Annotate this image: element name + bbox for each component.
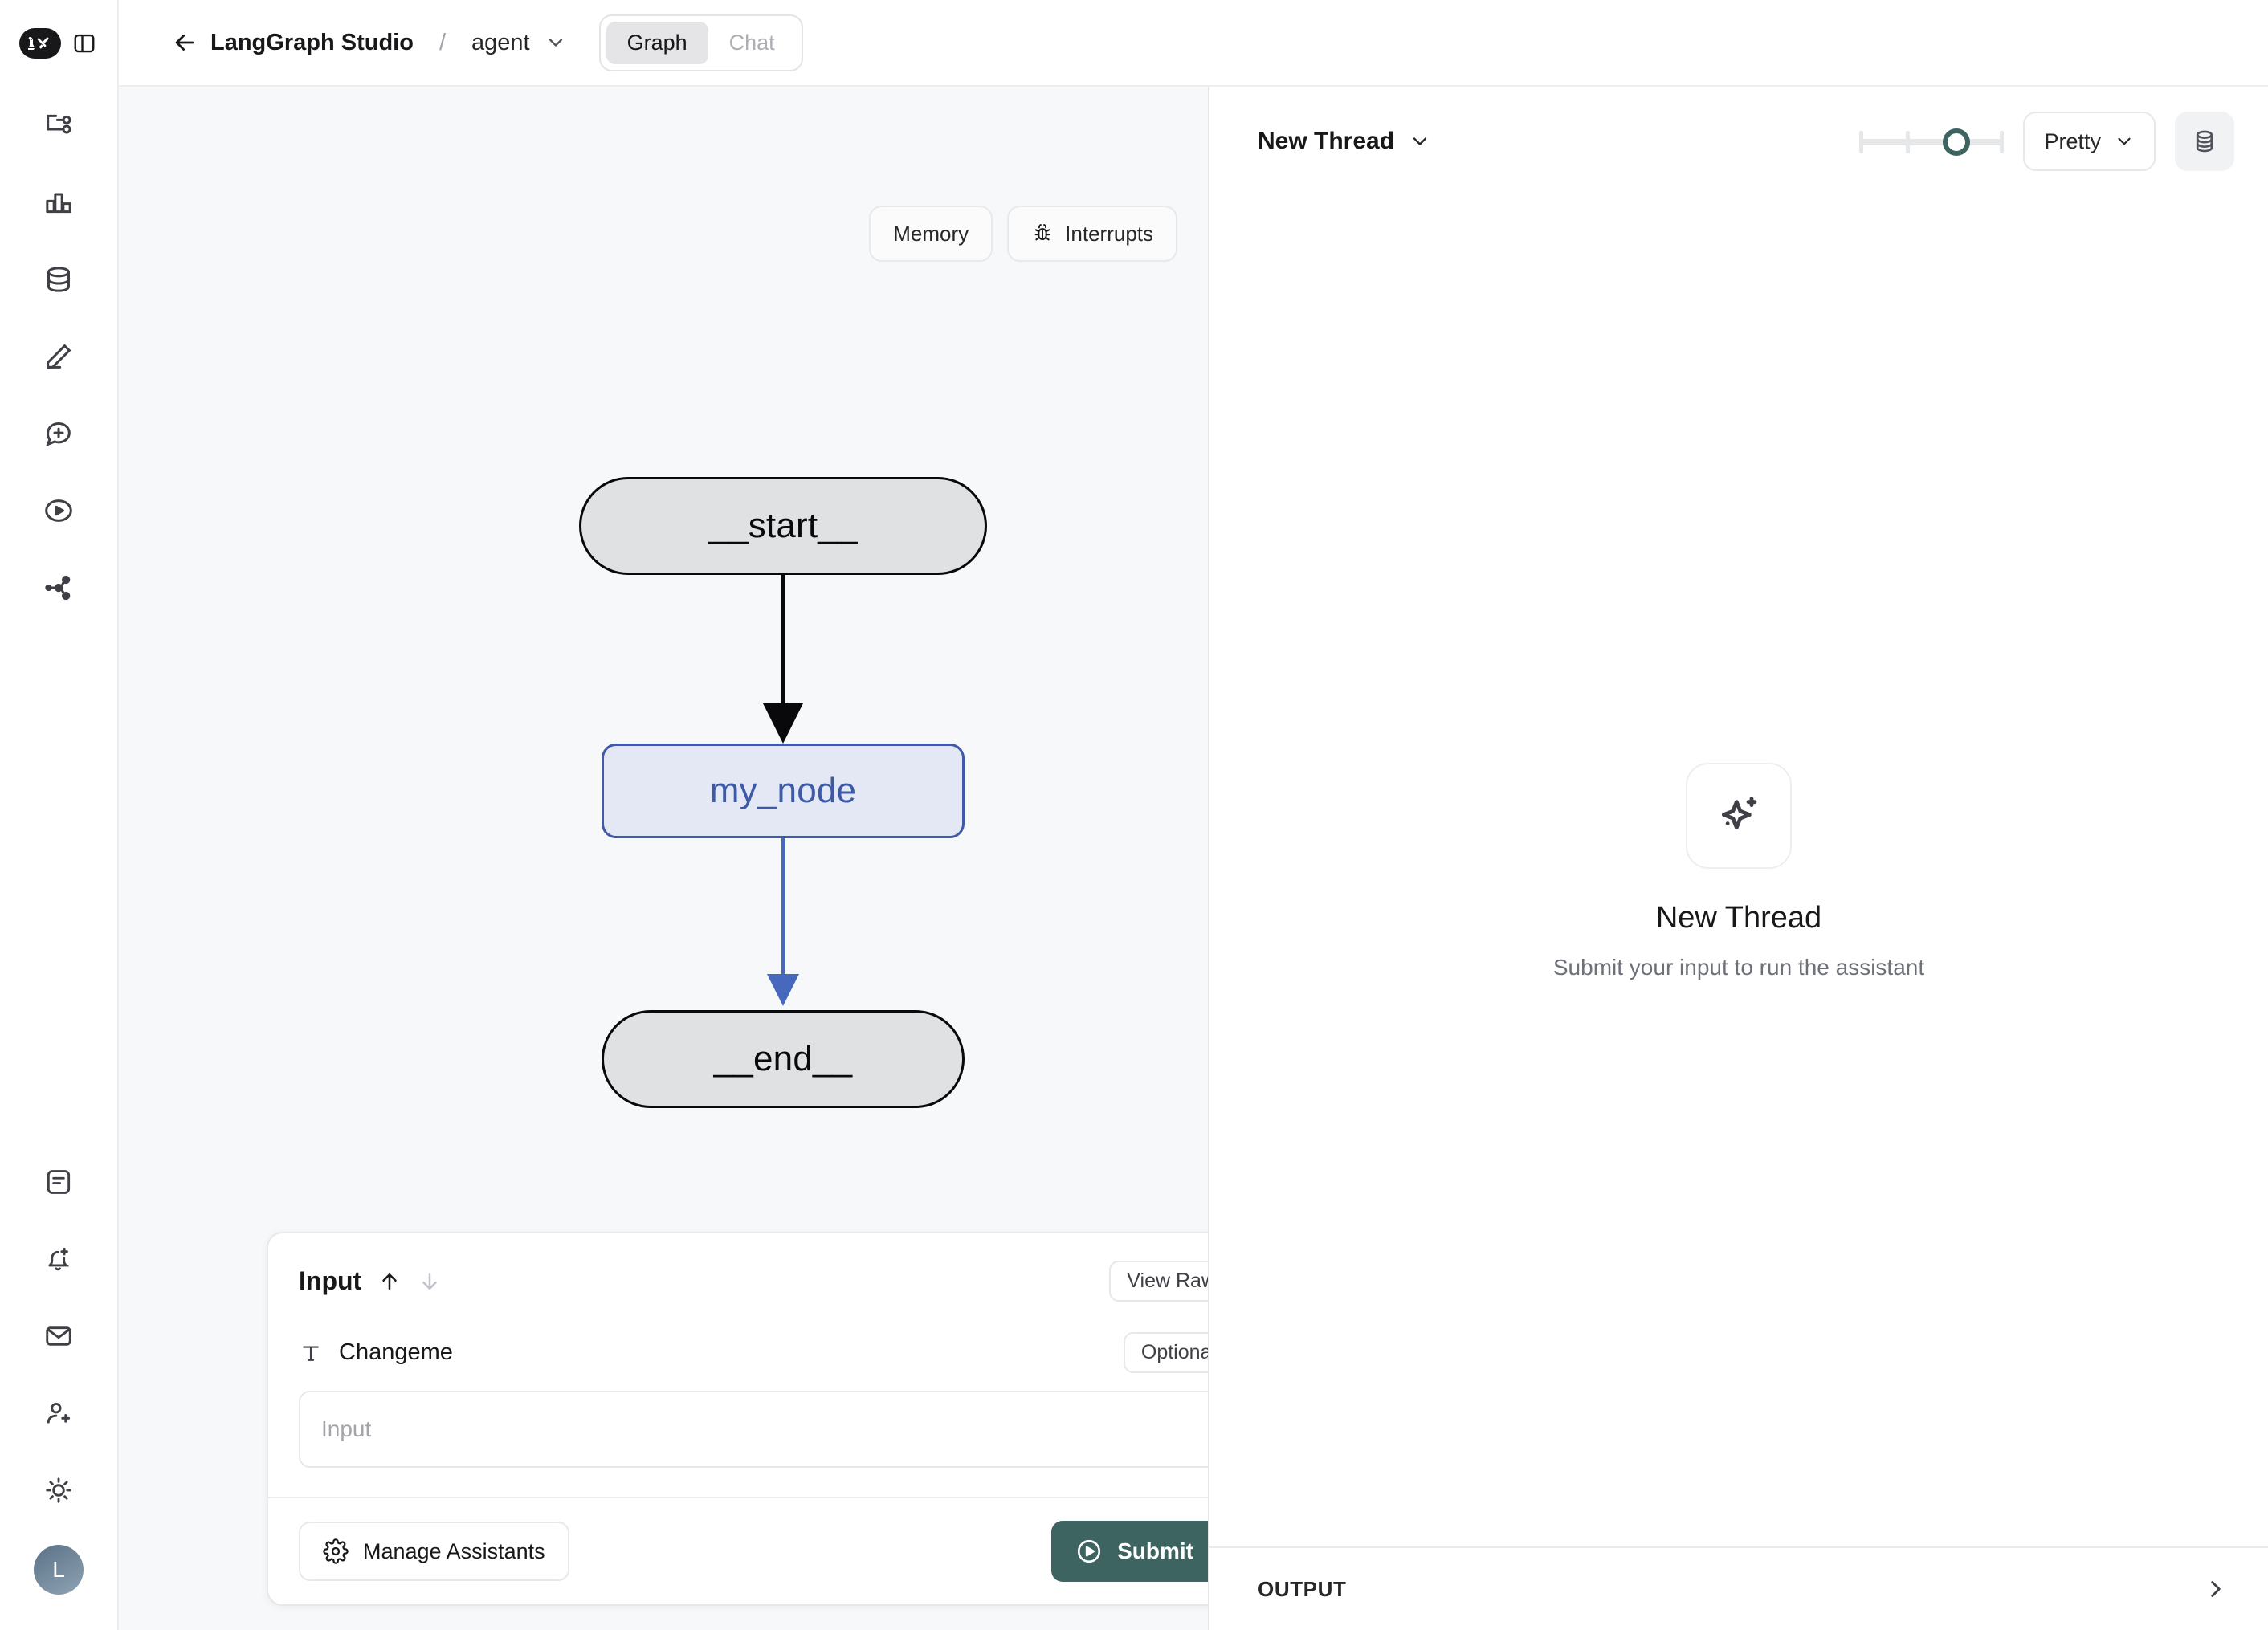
user-plus-icon[interactable] — [20, 1375, 97, 1452]
langchain-parrot-logo-icon[interactable] — [19, 28, 61, 59]
graph-edges — [763, 575, 803, 1006]
input-field-actions: Optional — [1123, 1332, 1208, 1373]
slider-track — [1859, 139, 2005, 145]
format-selector-label: Pretty — [2044, 128, 2101, 153]
database-icon[interactable] — [20, 241, 97, 318]
envelope-icon[interactable] — [20, 1298, 97, 1375]
history-slider[interactable] — [1859, 125, 2005, 157]
body-split: Memory Interrupts — [119, 87, 2268, 1630]
input-panel-title: Input — [299, 1266, 362, 1295]
play-circle-icon — [1075, 1538, 1103, 1565]
chevron-down-icon — [1409, 130, 1431, 153]
thread-selector[interactable]: New Thread — [1258, 128, 1431, 155]
panel-toggle-icon[interactable] — [71, 30, 98, 57]
slider-tick — [1906, 131, 1911, 153]
assistant-selector-label[interactable]: agent — [471, 29, 530, 55]
share-network-icon[interactable] — [20, 549, 97, 626]
bar-chart-icon[interactable] — [20, 164, 97, 241]
sun-icon[interactable] — [20, 1452, 97, 1529]
arrow-down-icon[interactable] — [418, 1269, 442, 1294]
manage-assistants-button[interactable]: Manage Assistants — [299, 1522, 569, 1581]
graph-canvas[interactable]: Memory Interrupts — [119, 87, 1209, 1630]
graph-node-my-node[interactable]: my_node — [602, 744, 965, 838]
thread-panel-header: New Thread — [1209, 87, 2268, 196]
optional-badge[interactable]: Optional — [1123, 1332, 1208, 1373]
slider-tick — [1859, 131, 1864, 153]
graph-node-end[interactable]: __end__ — [602, 1010, 965, 1108]
text-type-icon — [299, 1341, 323, 1365]
input-panel-header: Input View Raw — [299, 1261, 1208, 1302]
memory-button[interactable]: Memory — [869, 206, 993, 262]
interrupts-button[interactable]: Interrupts — [1007, 206, 1177, 262]
input-title-group: Input — [299, 1266, 442, 1296]
input-field-label: Changeme — [339, 1339, 453, 1365]
rail-logo-row — [0, 0, 117, 87]
view-raw-button[interactable]: View Raw — [1109, 1261, 1208, 1302]
input-header-actions: View Raw — [1109, 1261, 1208, 1302]
play-circle-icon[interactable] — [20, 472, 97, 549]
graph-diagram: __start__ my_node __end__ — [119, 87, 1208, 1630]
bell-plus-icon[interactable] — [20, 1220, 97, 1298]
input-field-row: Changeme Optional — [299, 1332, 1208, 1373]
state-database-icon[interactable] — [2175, 112, 2234, 171]
input-panel-footer: Manage Assistants Submit — [268, 1497, 1208, 1604]
bug-icon — [1031, 222, 1054, 245]
thread-selector-label: New Thread — [1258, 128, 1395, 154]
main-column: LangGraph Studio / agent Graph Chat Memo… — [119, 0, 2268, 1630]
gear-icon — [323, 1538, 349, 1564]
rail-bottom-group: L — [20, 1143, 97, 1630]
sparkles-icon — [1686, 762, 1792, 869]
thread-empty-state: New Thread Submit your input to run the … — [1209, 196, 2268, 1546]
output-label: OUTPUT — [1258, 1576, 1347, 1601]
empty-state-title: New Thread — [1655, 900, 1822, 935]
view-tabs: Graph Chat — [598, 14, 803, 71]
git-flow-icon[interactable] — [20, 87, 97, 164]
arrow-left-icon[interactable] — [167, 25, 202, 60]
tab-graph[interactable]: Graph — [606, 21, 708, 64]
message-plus-icon[interactable] — [20, 395, 97, 472]
left-rail: L — [0, 0, 119, 1630]
page-title: LangGraph Studio — [210, 29, 414, 55]
empty-state-subtitle: Submit your input to run the assistant — [1552, 954, 1925, 980]
slider-tick — [2000, 131, 2005, 153]
chevron-down-icon[interactable] — [545, 31, 567, 54]
tab-chat[interactable]: Chat — [728, 30, 775, 55]
pencil-icon[interactable] — [20, 318, 97, 395]
input-text-field[interactable] — [299, 1391, 1208, 1468]
input-panel: Input View Raw — [267, 1232, 1208, 1606]
graph-node-start[interactable]: __start__ — [579, 477, 987, 575]
chevron-right-icon[interactable] — [2202, 1575, 2229, 1603]
slider-handle[interactable] — [1943, 128, 1971, 156]
memory-button-label: Memory — [893, 221, 969, 246]
thread-panel: New Thread — [1209, 87, 2268, 1630]
submit-button[interactable]: Submit — [1051, 1521, 1208, 1582]
canvas-toolbar: Memory Interrupts — [869, 206, 1177, 262]
input-field-label-group: Changeme — [299, 1339, 453, 1366]
rail-top-group — [20, 87, 97, 626]
document-icon[interactable] — [20, 1143, 97, 1220]
input-panel-body: Input View Raw — [268, 1233, 1208, 1497]
chevron-down-icon — [2114, 131, 2135, 152]
submit-label: Submit — [1117, 1538, 1193, 1563]
top-bar: LangGraph Studio / agent Graph Chat — [119, 0, 2268, 87]
thread-panel-controls: Pretty — [1859, 112, 2234, 171]
submit-button-group: Submit — [1051, 1521, 1208, 1582]
format-selector[interactable]: Pretty — [2023, 112, 2156, 171]
avatar[interactable]: L — [34, 1545, 84, 1595]
breadcrumb-separator: / — [439, 29, 446, 55]
manage-assistants-label: Manage Assistants — [363, 1538, 545, 1563]
interrupts-button-label: Interrupts — [1065, 221, 1153, 246]
output-bar[interactable]: OUTPUT — [1209, 1546, 2268, 1630]
arrow-up-icon[interactable] — [377, 1269, 402, 1294]
